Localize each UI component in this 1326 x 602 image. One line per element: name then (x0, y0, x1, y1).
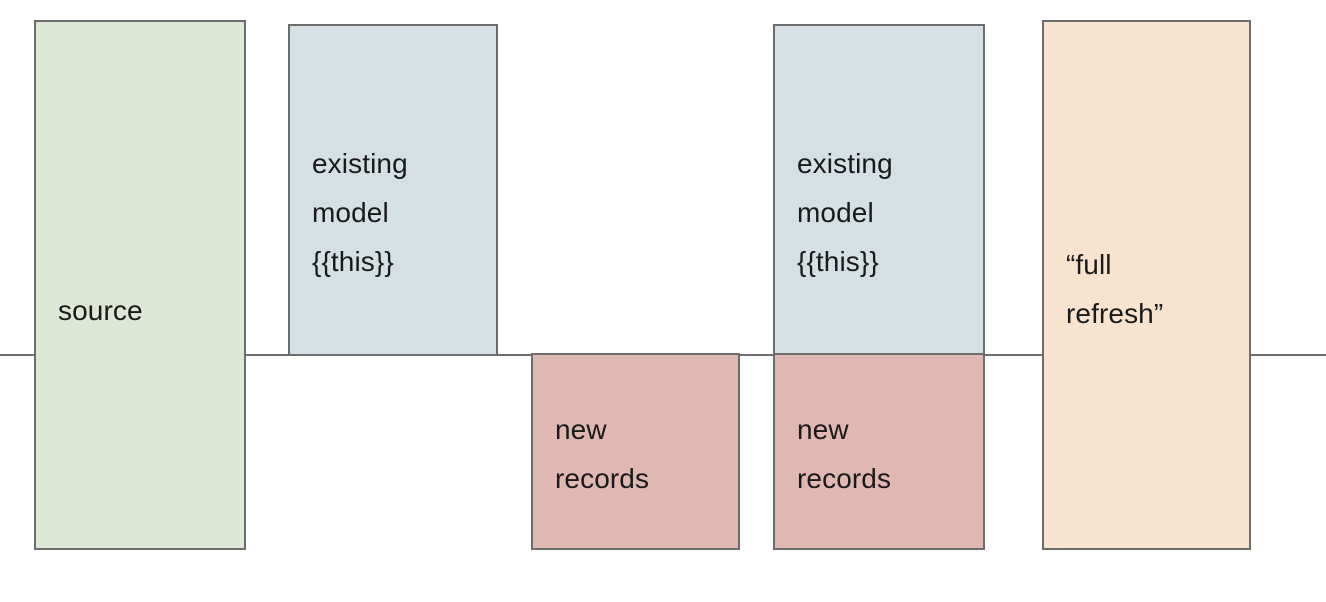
block-new-records-2-label: new records (797, 414, 892, 494)
block-new-records-1[interactable]: new records (531, 353, 740, 550)
block-existing-model-1[interactable]: existing model {{this}} (288, 24, 498, 356)
block-full-refresh-label: “full refresh” (1066, 249, 1164, 329)
block-new-records-2[interactable]: new records (773, 353, 985, 550)
block-existing-model-2-label: existing model {{this}} (797, 148, 893, 277)
block-new-records-1-label: new records (555, 414, 650, 494)
block-existing-model-1-label: existing model {{this}} (312, 148, 408, 277)
block-source-label: source (58, 295, 143, 326)
block-full-refresh[interactable]: “full refresh” (1042, 20, 1251, 550)
block-source[interactable]: source (34, 20, 246, 550)
block-existing-model-2[interactable]: existing model {{this}} (773, 24, 985, 356)
